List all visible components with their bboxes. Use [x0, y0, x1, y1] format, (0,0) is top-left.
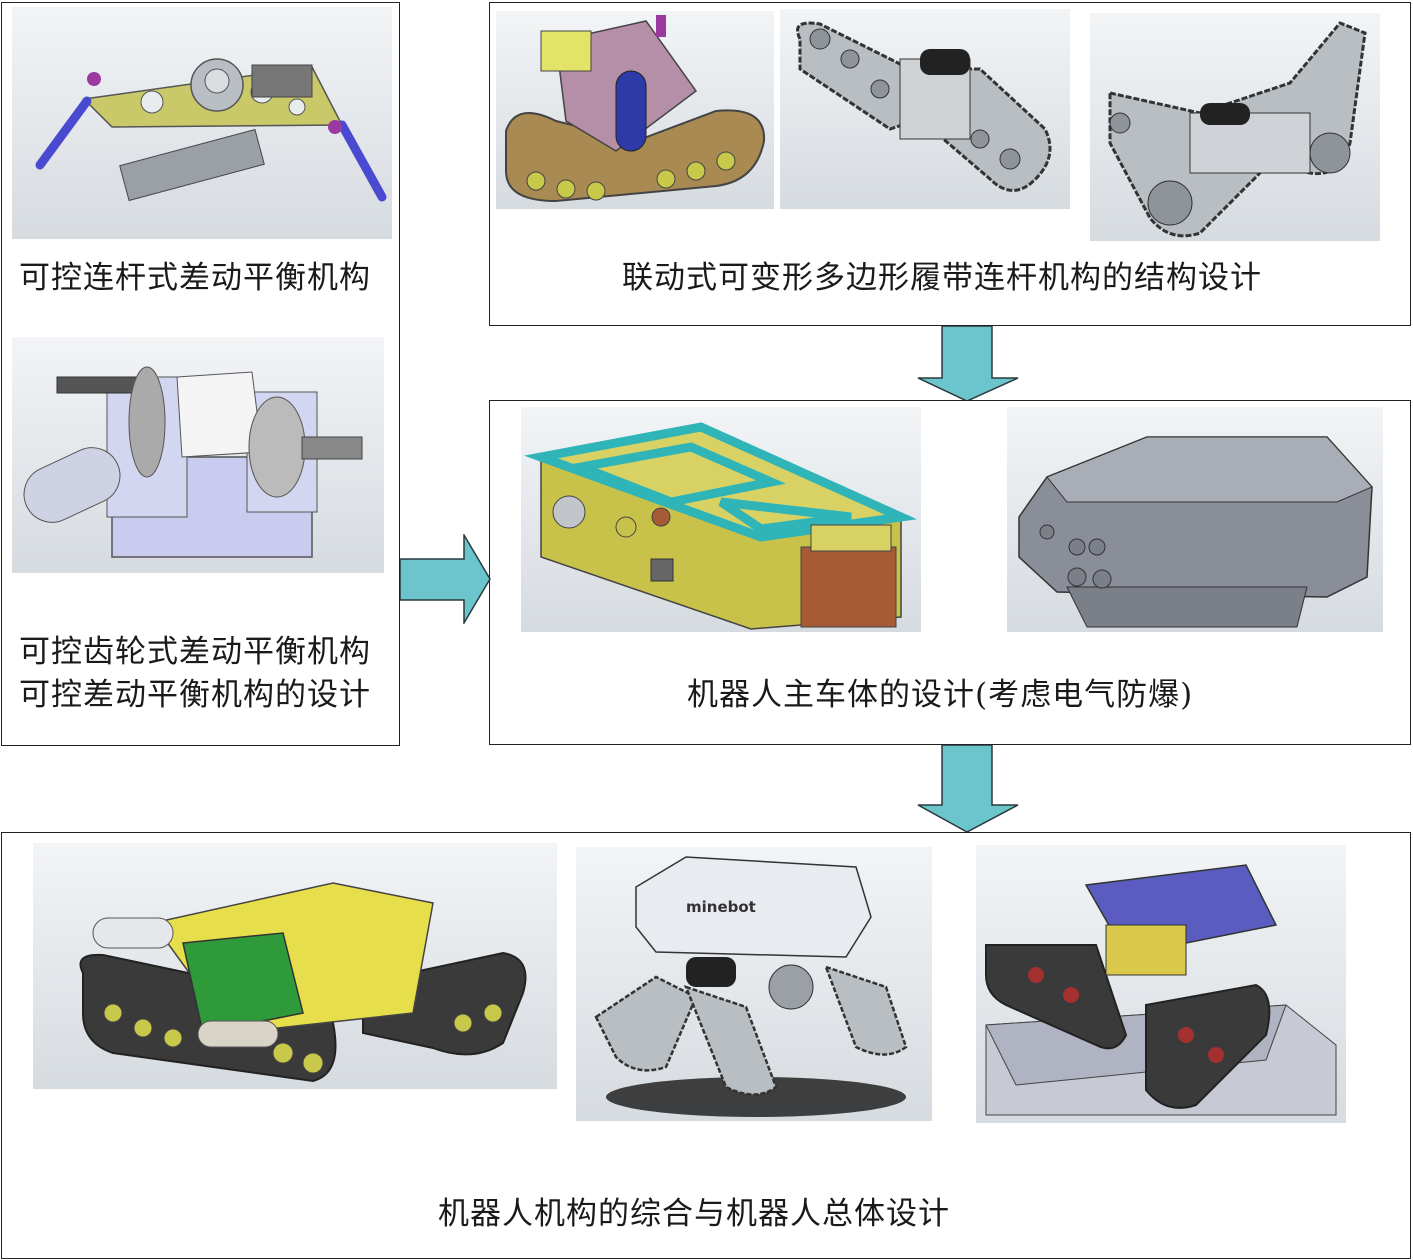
middle-right-box: 机器人主车体的设计(考虑电气防爆) — [489, 400, 1411, 745]
robot-assembly-image-1 — [33, 843, 557, 1089]
caption-differential-design: 可控差动平衡机构的设计 — [19, 677, 371, 713]
track-mechanism-image-3 — [1090, 13, 1380, 241]
caption-track-linkage-design: 联动式可变形多边形履带连杆机构的结构设计 — [622, 260, 1262, 296]
caption-robot-overall-design: 机器人机构的综合与机器人总体设计 — [438, 1196, 950, 1232]
robot-assembly-image-2: minebot — [576, 847, 932, 1121]
right-arrow — [400, 534, 491, 624]
down-arrow-2 — [917, 745, 1019, 833]
gear-mechanism-image — [12, 337, 384, 573]
caption-linkage-mechanism: 可控连杆式差动平衡机构 — [19, 260, 371, 296]
robot-assembly-image-3 — [976, 845, 1346, 1123]
top-right-box: 联动式可变形多边形履带连杆机构的结构设计 — [489, 2, 1411, 326]
minebot-label: minebot — [686, 898, 756, 916]
track-mechanism-image-2 — [780, 9, 1070, 209]
caption-main-body-design: 机器人主车体的设计(考虑电气防爆) — [687, 677, 1194, 713]
left-box: 可控连杆式差动平衡机构 可控齿轮式差动平衡机构 可控差动平衡机构的设计 — [1, 2, 400, 746]
down-arrow-1 — [917, 326, 1019, 402]
linkage-mechanism-image — [12, 7, 392, 239]
track-mechanism-image-1 — [496, 11, 774, 209]
main-body-shell-image — [1007, 407, 1383, 632]
bottom-box: minebot 机器人机构的综合与机器人总体设计 — [1, 832, 1411, 1259]
caption-gear-mechanism: 可控齿轮式差动平衡机构 — [19, 634, 371, 670]
main-body-frame-image — [521, 407, 921, 632]
